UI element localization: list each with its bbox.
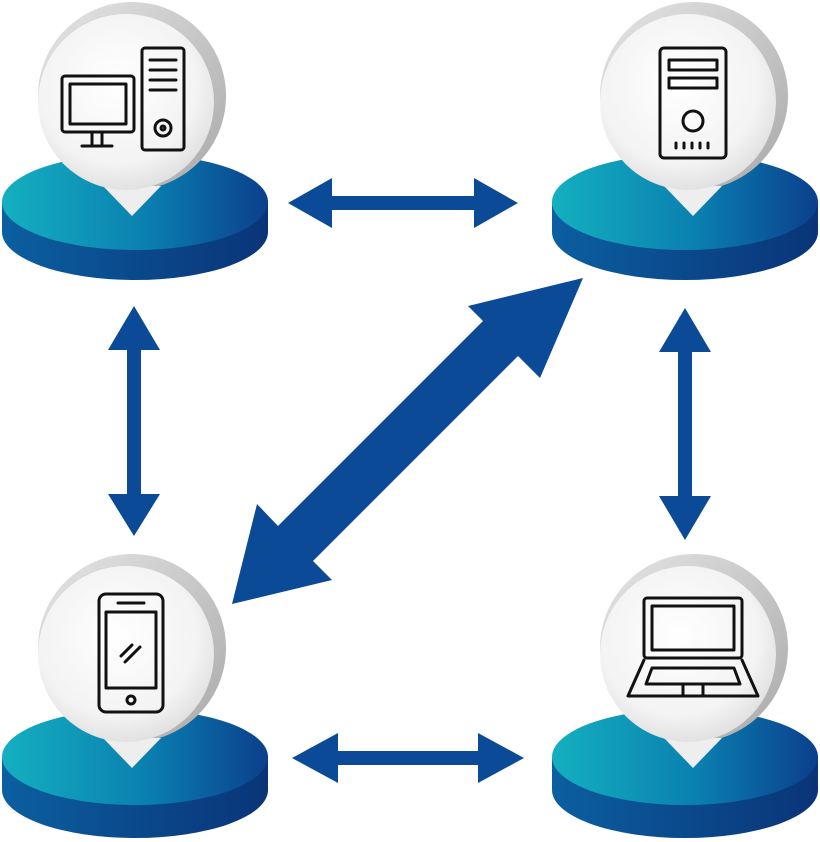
bubble (38, 554, 226, 768)
arrow-desktop-smartphone (108, 306, 160, 536)
arrow-smartphone-laptop (292, 733, 524, 783)
smartphone-icon (97, 592, 165, 714)
node-laptop (552, 554, 818, 838)
laptop-icon (626, 596, 760, 698)
tower-server-icon (658, 46, 728, 160)
arrow-server-laptop (659, 308, 711, 540)
arrow-desktop-server (288, 178, 518, 228)
node-desktop (2, 2, 268, 280)
node-smartphone (2, 554, 268, 838)
arrows (108, 178, 711, 783)
desktop-computer-icon (60, 46, 186, 152)
node-server (552, 2, 818, 280)
bubble (600, 2, 788, 216)
arrow-server-smartphone (232, 278, 583, 604)
